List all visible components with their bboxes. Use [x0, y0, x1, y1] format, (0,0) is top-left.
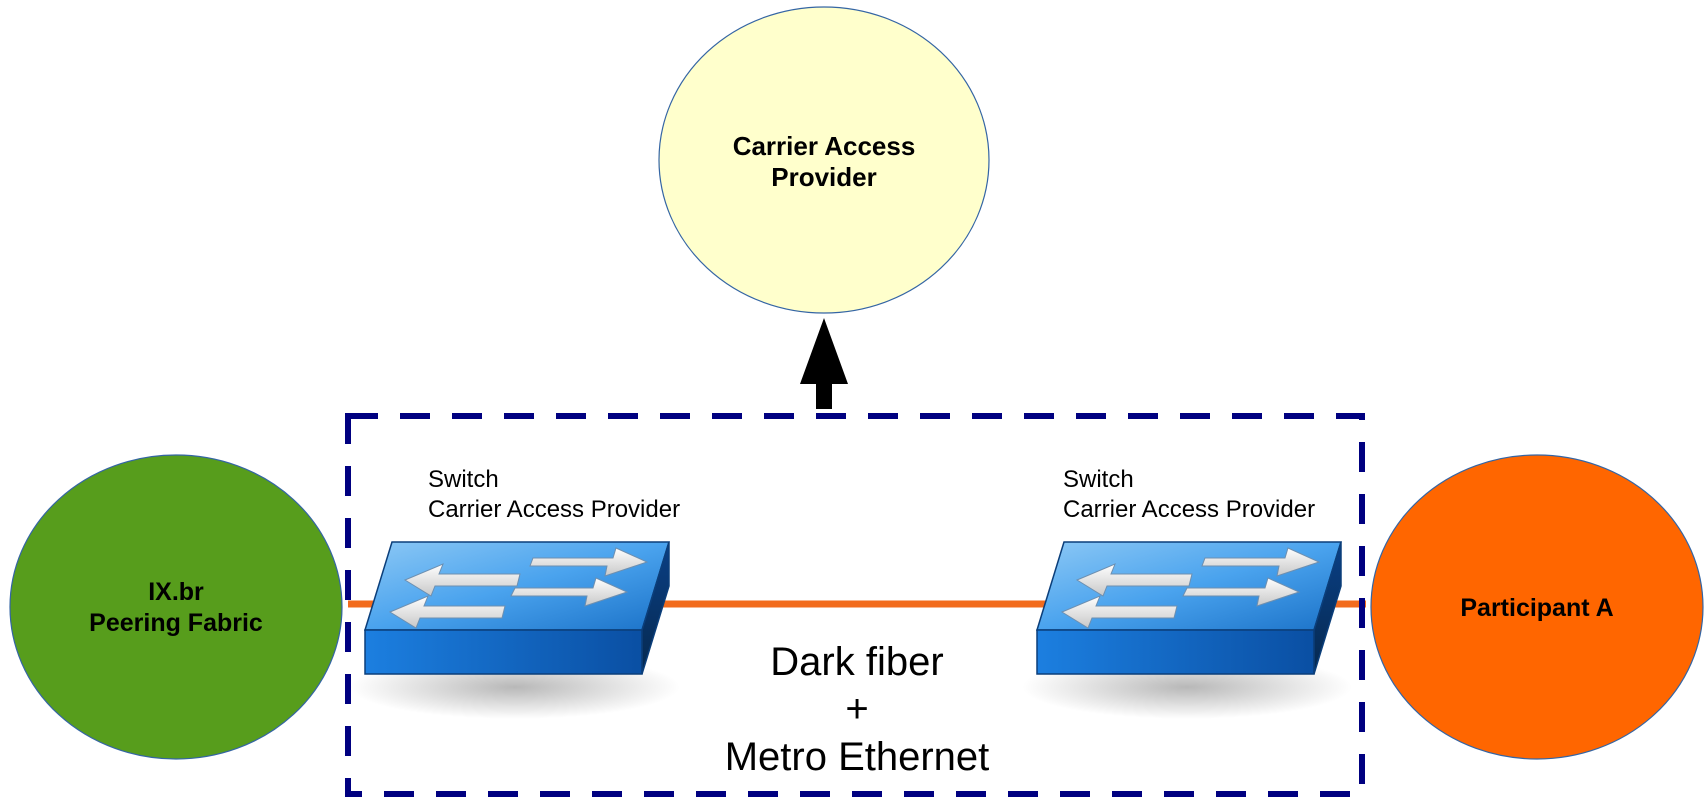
carrier-node-label-line2: Provider: [771, 162, 877, 192]
link-caption-line2: +: [845, 687, 868, 731]
ixbr-peering-fabric-node: IX.br Peering Fabric: [9, 454, 343, 760]
network-switch-icon: [1021, 541, 1353, 720]
up-arrow-icon: [800, 318, 848, 409]
link-caption: Dark fiber + Metro Ethernet: [725, 640, 990, 779]
carrier-domain-boundary: [345, 413, 1365, 797]
carrier-node-label-line1: Carrier Access: [733, 131, 916, 161]
link-caption-line3: Metro Ethernet: [725, 735, 990, 779]
right-switch-label-line1: Switch: [1063, 466, 1134, 493]
participant-a-node: Participant A: [1370, 454, 1704, 760]
left-switch-label-line2: Carrier Access Provider: [428, 496, 680, 523]
participant-node-label: Participant A: [1460, 594, 1613, 622]
carrier-access-provider-node: Carrier Access Provider: [658, 6, 990, 314]
right-switch: Switch Carrier Access Provider: [1021, 466, 1353, 720]
right-switch-label-line2: Carrier Access Provider: [1063, 496, 1315, 523]
network-switch-icon: [349, 541, 681, 720]
ixbr-node-label-line1: IX.br: [148, 578, 204, 606]
left-switch: Switch Carrier Access Provider: [349, 466, 681, 720]
left-switch-label-line1: Switch: [428, 466, 499, 493]
ixbr-node-label-line2: Peering Fabric: [89, 609, 263, 637]
link-caption-line1: Dark fiber: [770, 640, 943, 684]
